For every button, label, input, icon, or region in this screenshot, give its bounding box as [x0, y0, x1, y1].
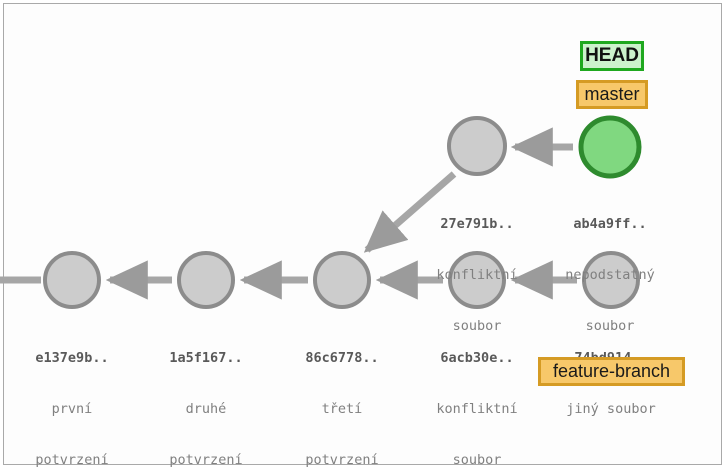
commit-node-86c6778[interactable]	[313, 251, 371, 309]
branch-badge-feature-branch[interactable]: feature-branch	[538, 357, 685, 386]
edge-group	[0, 127, 577, 300]
edge-27e791b-to-86c6778	[363, 171, 457, 253]
commit-node-ab4a9ff[interactable]	[578, 115, 642, 179]
commit-node-e137e9b[interactable]	[43, 251, 101, 309]
commit-node-74bd914[interactable]	[582, 251, 640, 309]
node-group	[43, 115, 642, 309]
commit-node-6acb30e[interactable]	[448, 251, 506, 309]
branch-badge-master[interactable]: master	[576, 80, 648, 109]
commit-node-27e791b[interactable]	[447, 116, 507, 176]
commit-node-1a5f167[interactable]	[177, 251, 235, 309]
head-badge[interactable]: HEAD	[580, 41, 644, 71]
